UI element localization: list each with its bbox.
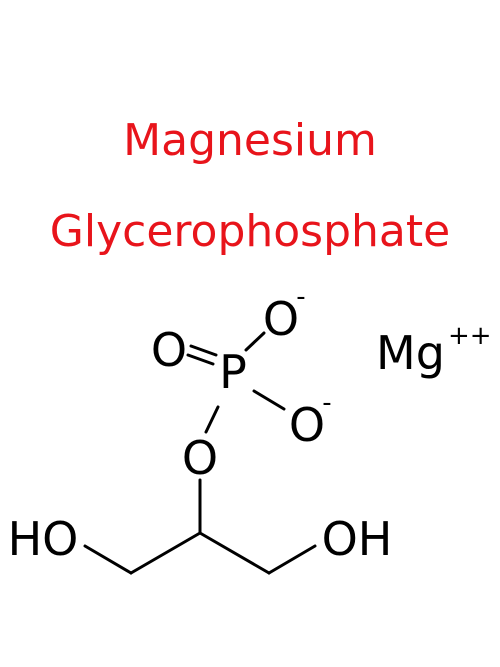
bond-ch-ch2-left [129, 531, 202, 575]
bond-p-o-ester [204, 405, 220, 434]
bond-ch2-oh-right [267, 544, 317, 575]
atom-hydroxyl-right: OH [322, 512, 393, 566]
bond-p-o-right [252, 389, 286, 411]
atom-hydroxyl-left: HO [8, 512, 79, 566]
counter-ion-symbol: Mg [376, 326, 445, 380]
bond-ch-ch2-right [198, 531, 271, 575]
charge-oxygen-top: - [296, 282, 305, 312]
bond-ch2-oh-left [83, 544, 133, 575]
atom-oxygen-double: O [151, 323, 187, 377]
bond-p-o-top [244, 331, 266, 352]
atom-oxygen-right: O [289, 398, 325, 452]
counter-ion-charge: ++ [448, 321, 492, 351]
bond-p-o-double-2 [186, 353, 215, 366]
charge-oxygen-right: - [322, 388, 331, 418]
atom-oxygen-ester: O [182, 431, 218, 485]
atom-phosphorus: P [219, 345, 247, 399]
bond-p-o-double-1 [189, 344, 218, 357]
title-line-2: Glycerophosphate [49, 206, 451, 257]
atom-oxygen-top: O [263, 292, 299, 346]
title-line-1: Magnesium [123, 115, 377, 166]
